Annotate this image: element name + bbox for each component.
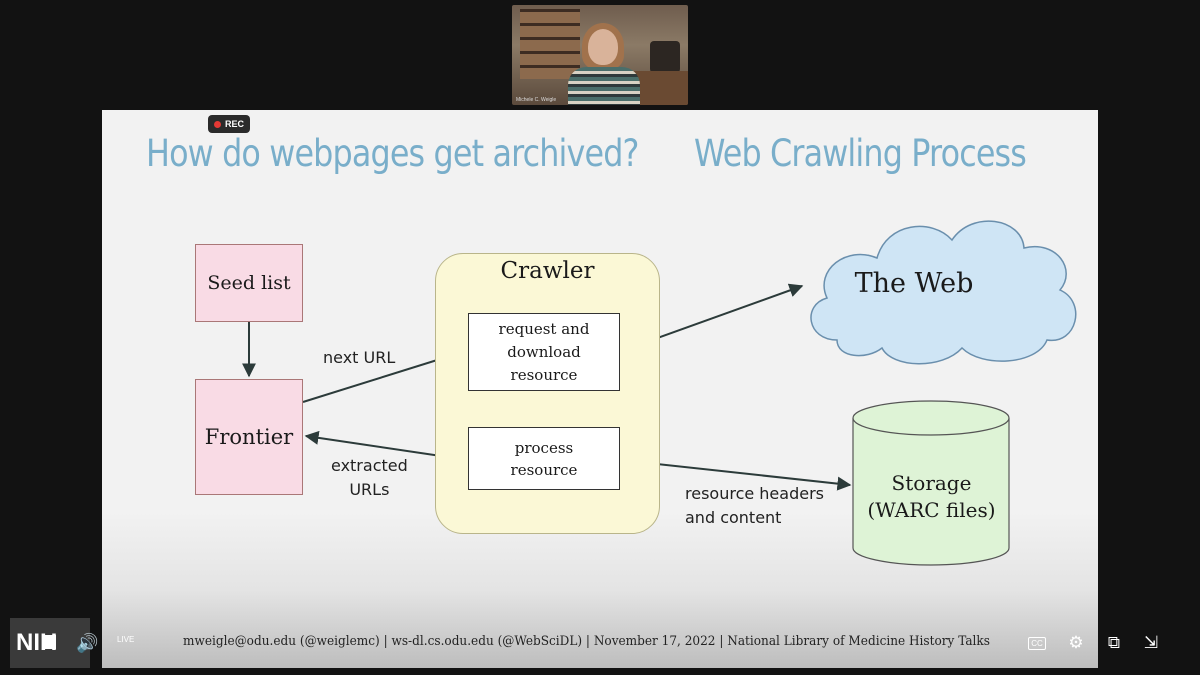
slide-subtitle: Web Crawling Process [694, 132, 1027, 175]
request-download-box: request and download resource [468, 313, 620, 391]
gear-icon[interactable]: ⚙ [1068, 633, 1084, 652]
presenter-face [588, 29, 618, 65]
crawler-container [435, 253, 660, 534]
diagram-connectors [242, 220, 1077, 566]
storage-line-1: Storage [891, 471, 972, 495]
nih-logo: NIH [10, 618, 90, 668]
frontier-box: Frontier [195, 379, 303, 495]
bookshelf [520, 9, 580, 79]
slide: REC How do webpages get archived? Web Cr… [102, 110, 1098, 668]
request-line-3: resource [510, 365, 578, 384]
live-label: LIVE [117, 635, 135, 644]
process-resource-box: process resource [468, 427, 620, 490]
exit-fullscreen-icon[interactable]: ⇲ [1143, 633, 1159, 652]
storage-line-2: (WARC files) [867, 498, 996, 522]
extracted-urls-label: extracted URLs [331, 454, 408, 502]
rec-label: REC [225, 119, 245, 129]
extracted-line-2: URLs [349, 480, 390, 499]
crawler-label: Crawler [500, 258, 595, 284]
slide-footer: mweigle@odu.edu (@weiglemc) | ws-dl.cs.o… [183, 634, 990, 649]
process-line-2: resource [510, 460, 578, 479]
live-dot-icon [108, 637, 113, 642]
request-line-1: request and [498, 319, 590, 338]
the-web-label: The Web [854, 268, 974, 299]
chair [650, 41, 680, 73]
storage-label: Storage (WARC files) [854, 470, 1009, 524]
resource-headers-label: resource headers and content [685, 482, 824, 530]
picture-in-picture-icon[interactable]: ⧉ [1107, 633, 1121, 652]
presenter-name: Michele C. Weigle [516, 97, 557, 103]
next-url-label: next URL [323, 348, 396, 367]
record-icon [214, 120, 221, 128]
rec-badge: REC [208, 115, 251, 133]
process-line-1: process [514, 438, 574, 457]
request-line-2: download [507, 342, 581, 361]
presenter-video[interactable]: Michele C. Weigle [512, 5, 688, 105]
seed-list-box: Seed list [195, 244, 303, 322]
cloud-shape [810, 220, 1077, 365]
headers-line-2: and content [685, 508, 782, 527]
closed-captions-icon[interactable]: CC [1028, 637, 1046, 650]
slide-title: How do webpages get archived? [146, 132, 639, 175]
storage-cylinder [852, 418, 1010, 566]
headers-line-1: resource headers [685, 484, 824, 503]
stop-icon[interactable] [42, 635, 56, 649]
volume-icon[interactable]: 🔊 [76, 633, 99, 653]
player-controls: NIH 🔊 LIVE mweigle@odu.edu (@weiglemc) |… [0, 618, 1200, 675]
live-indicator: LIVE [108, 635, 134, 644]
presenter-body [568, 67, 640, 105]
extracted-line-1: extracted [331, 456, 408, 475]
